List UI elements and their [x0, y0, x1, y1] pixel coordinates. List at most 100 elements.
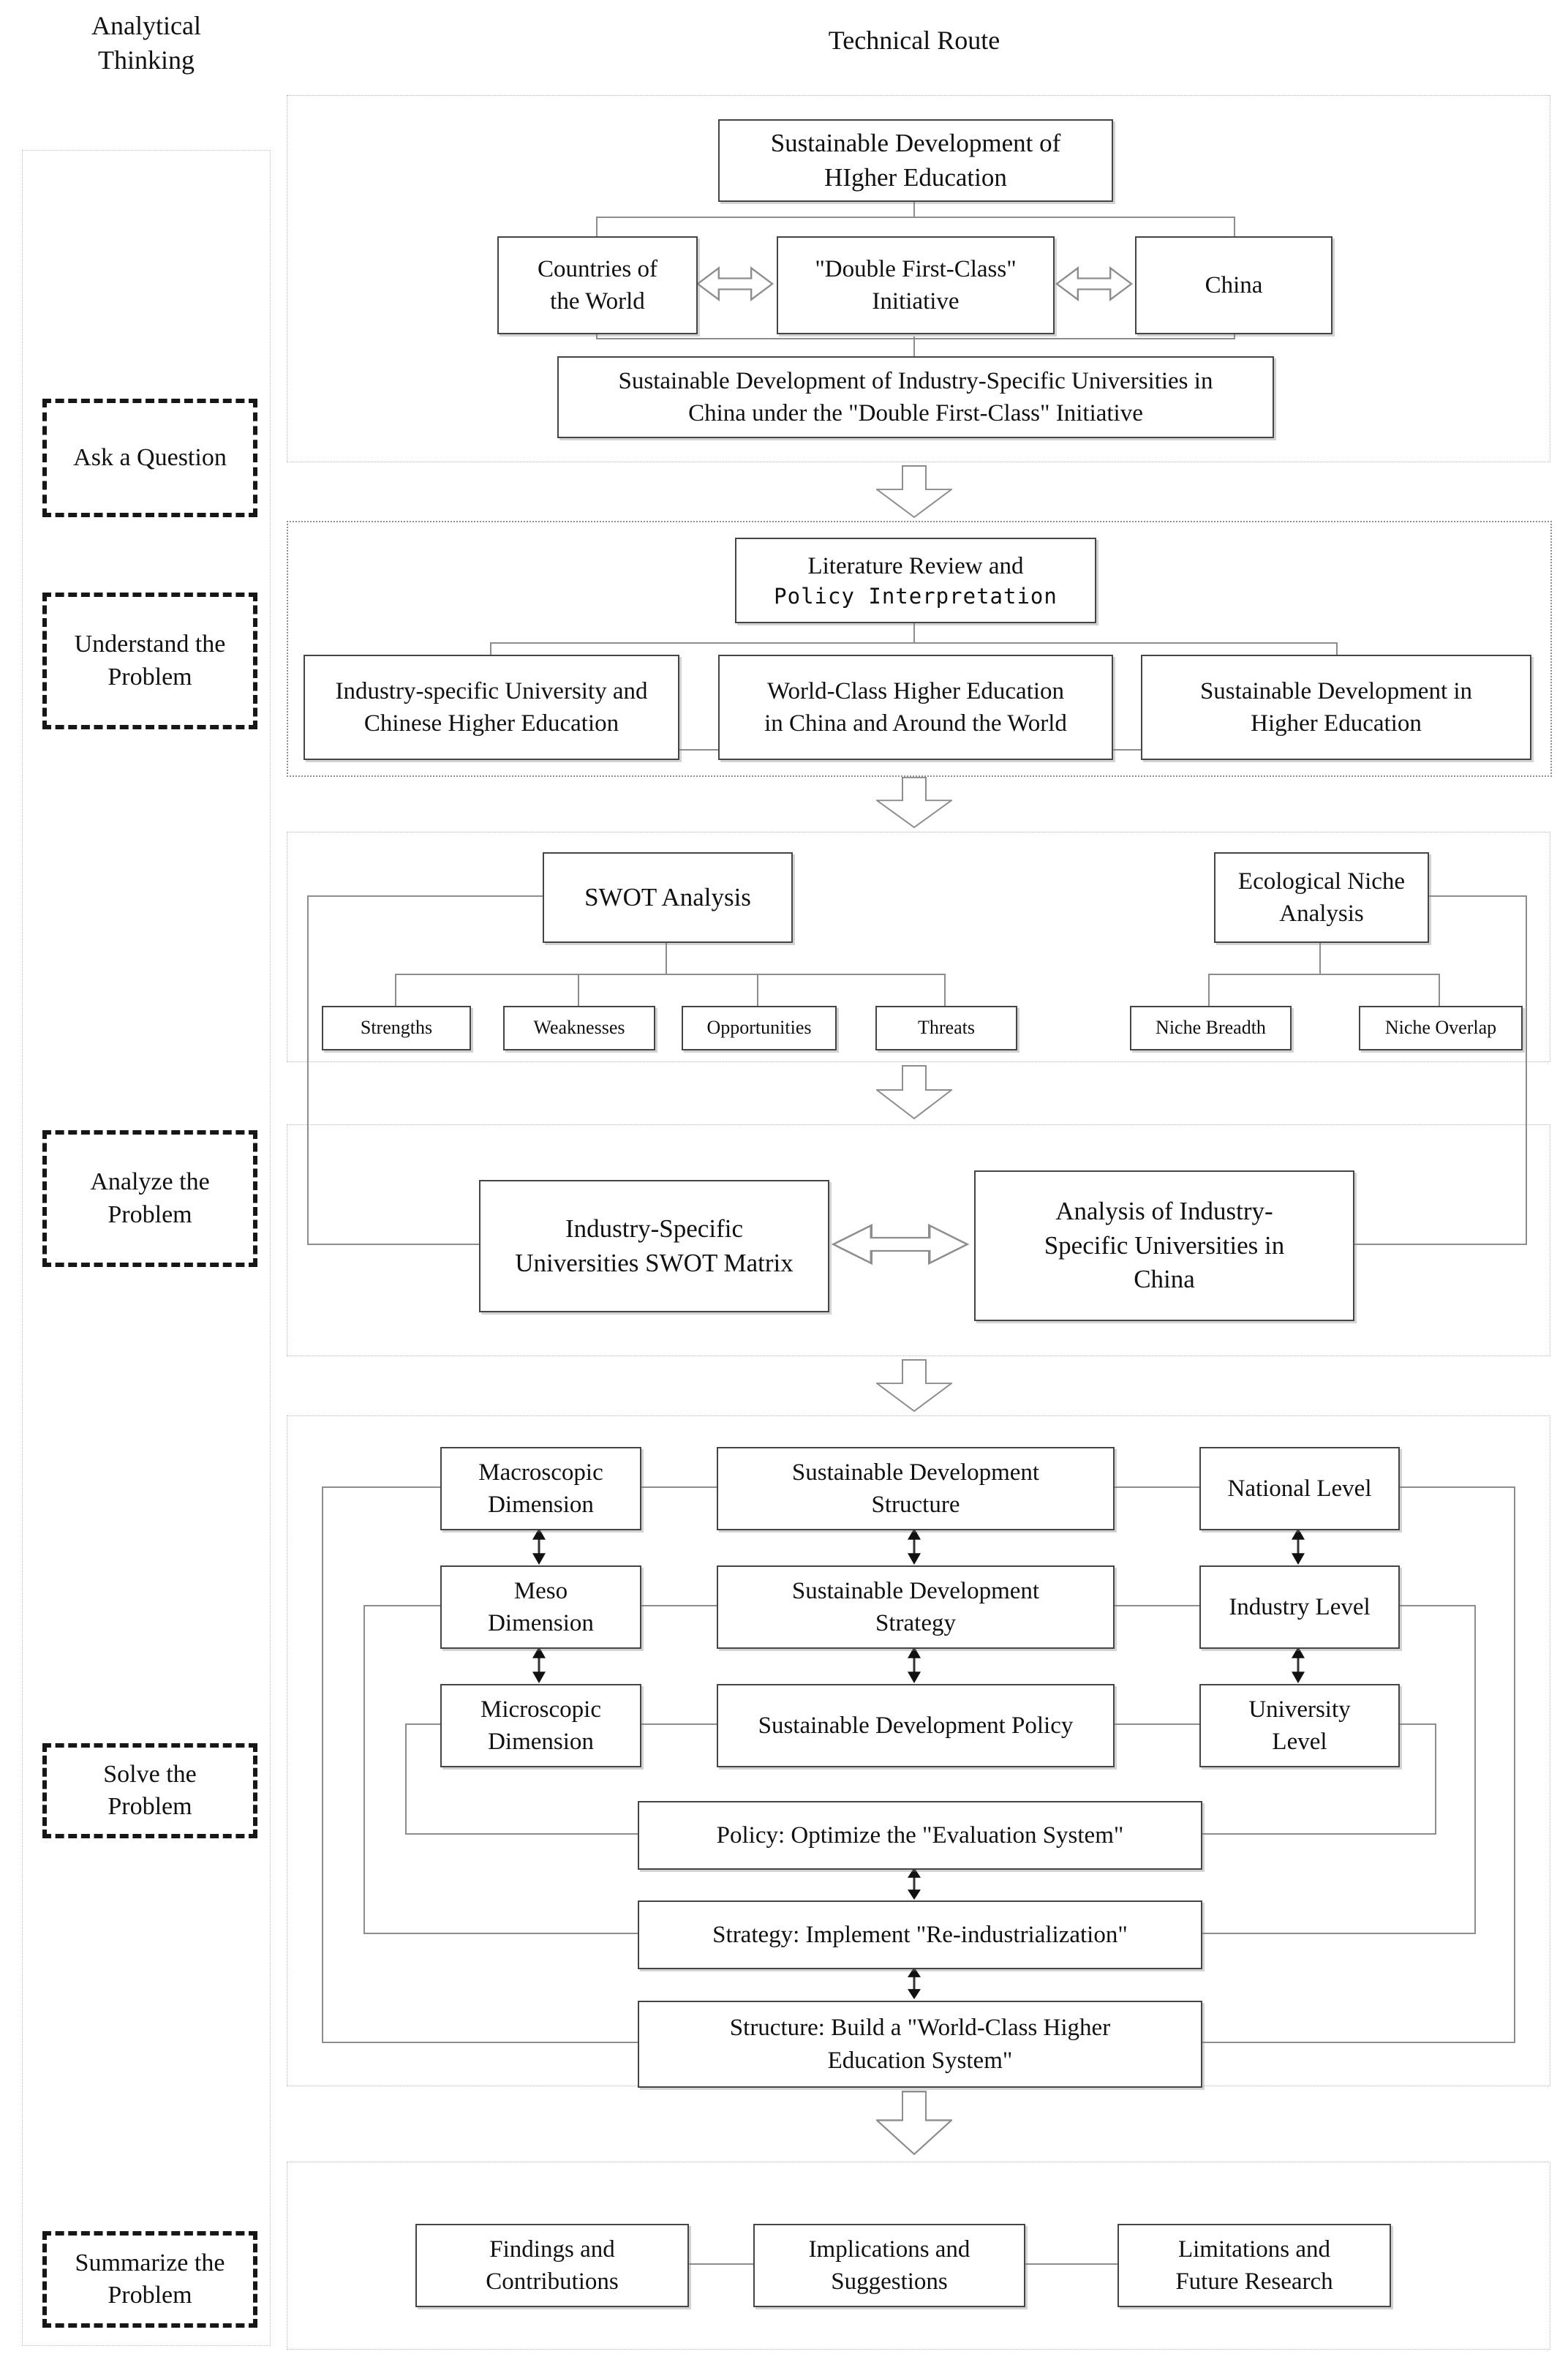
- step-ask-a-question: Ask a Question: [42, 399, 257, 517]
- connector-line: [1112, 1605, 1199, 1606]
- connector-line: [1319, 940, 1321, 974]
- up-down-arrow-icon: [1292, 1528, 1305, 1565]
- box-threats: Threats: [875, 1006, 1017, 1050]
- connector-line: [638, 1486, 717, 1488]
- connector-line: [666, 940, 667, 974]
- box-findings-contributions: Findings and Contributions: [415, 2224, 689, 2307]
- box-sd-policy: Sustainable Development Policy: [717, 1684, 1115, 1767]
- section-understand-problem: [287, 521, 1552, 777]
- box-china: China: [1135, 236, 1333, 334]
- connector-line: [1352, 1244, 1527, 1245]
- connector-line: [405, 1833, 638, 1835]
- connector-line: [1208, 974, 1210, 1006]
- connector-line: [322, 2042, 638, 2043]
- down-arrow-icon: [876, 2091, 952, 2155]
- box-world-class-higher-education-topic: World-Class Higher Education in China an…: [718, 655, 1113, 760]
- policy-interpretation-line2: Policy Interpretation: [774, 584, 1058, 609]
- connector-line: [363, 1933, 638, 1934]
- box-limitations-future-research: Limitations and Future Research: [1117, 2224, 1391, 2307]
- down-arrow-icon: [876, 1065, 952, 1119]
- connector-line: [322, 1486, 440, 1488]
- box-action-structure: Structure: Build a "World-Class Higher E…: [638, 2001, 1202, 2088]
- connector-line: [1022, 2263, 1117, 2265]
- connector-line: [1397, 1723, 1436, 1725]
- box-sd-strategy: Sustainable Development Strategy: [717, 1565, 1115, 1649]
- down-arrow-icon: [876, 1359, 952, 1412]
- connector-line: [1397, 1605, 1476, 1606]
- connector-line: [638, 1605, 717, 1606]
- section-analyze-methods: [287, 832, 1550, 1062]
- box-sd-industry-specific-universities: Sustainable Development of Industry-Spec…: [557, 356, 1274, 438]
- box-niche-breadth: Niche Breadth: [1130, 1006, 1292, 1050]
- box-swot-matrix: Industry-Specific Universities SWOT Matr…: [479, 1180, 829, 1312]
- box-microscopic-dimension: Microscopic Dimension: [440, 1684, 641, 1767]
- connector-line: [913, 199, 915, 218]
- up-down-arrow-icon: [908, 1868, 921, 1900]
- box-analysis-industry-specific-universities: Analysis of Industry- Specific Universit…: [974, 1170, 1354, 1321]
- box-university-level: University Level: [1199, 1684, 1400, 1767]
- section-summarize-problem: [287, 2162, 1550, 2350]
- connector-line: [1112, 1723, 1199, 1725]
- connector-line: [322, 1486, 323, 2042]
- literature-review-line1: Literature Review and: [807, 552, 1024, 579]
- connector-line: [1397, 1486, 1515, 1488]
- box-literature-review: Literature Review and Policy Interpretat…: [735, 538, 1096, 623]
- connector-line: [757, 974, 758, 1006]
- box-strengths: Strengths: [322, 1006, 471, 1050]
- box-weaknesses: Weaknesses: [503, 1006, 655, 1050]
- connector-line: [1199, 1833, 1436, 1835]
- box-ecological-niche-analysis: Ecological Niche Analysis: [1214, 852, 1429, 943]
- connector-line: [686, 2263, 753, 2265]
- up-down-arrow-icon: [908, 1528, 921, 1565]
- connector-line: [363, 1605, 365, 1933]
- box-countries-of-the-world: Countries of the World: [497, 236, 698, 334]
- box-opportunities: Opportunities: [682, 1006, 837, 1050]
- box-swot-analysis: SWOT Analysis: [543, 852, 793, 943]
- connector-line: [1199, 2042, 1515, 2043]
- box-niche-overlap: Niche Overlap: [1359, 1006, 1523, 1050]
- left-right-arrow-icon: [1055, 266, 1133, 301]
- connector-line: [405, 1723, 407, 1834]
- connector-line: [1435, 1723, 1436, 1834]
- box-macroscopic-dimension: Macroscopic Dimension: [440, 1447, 641, 1530]
- step-understand-the-problem: Understand the Problem: [42, 593, 257, 729]
- connector-line: [944, 974, 946, 1006]
- connector-line: [307, 1244, 479, 1245]
- box-meso-dimension: Meso Dimension: [440, 1565, 641, 1649]
- connector-line: [395, 974, 946, 975]
- connector-line: [578, 974, 579, 1006]
- connector-line: [395, 974, 396, 1006]
- column-title-analytical-thinking: Analytical Thinking: [91, 11, 201, 75]
- left-right-arrow-icon: [696, 266, 774, 301]
- box-national-level: National Level: [1199, 1447, 1400, 1530]
- box-sd-structure: Sustainable Development Structure: [717, 1447, 1115, 1530]
- box-action-policy: Policy: Optimize the "Evaluation System": [638, 1801, 1202, 1870]
- down-arrow-icon: [876, 465, 952, 518]
- box-action-strategy: Strategy: Implement "Re-industrializatio…: [638, 1900, 1202, 1969]
- connector-line: [307, 895, 309, 1244]
- connector-line: [1208, 974, 1440, 975]
- left-right-arrow-icon: [831, 1223, 970, 1266]
- analytical-thinking-column: [22, 150, 271, 2346]
- connector-line: [913, 620, 915, 642]
- connector-line: [405, 1723, 440, 1725]
- connector-line: [638, 1723, 717, 1725]
- connector-line: [1514, 1486, 1515, 2042]
- up-down-arrow-icon: [1292, 1647, 1305, 1683]
- up-down-arrow-icon: [532, 1647, 546, 1683]
- connector-line: [1112, 1486, 1199, 1488]
- box-industry-specific-university-topic: Industry-specific University and Chinese…: [304, 655, 679, 760]
- column-title-technical-route: Technical Route: [828, 26, 1000, 55]
- connector-line: [1474, 1605, 1476, 1933]
- up-down-arrow-icon: [908, 1647, 921, 1683]
- connector-line: [363, 1605, 440, 1606]
- section-swot-matrix: [287, 1124, 1550, 1356]
- box-sd-higher-education: Sustainable Development of HIgher Educat…: [718, 119, 1113, 202]
- step-solve-the-problem: Solve the Problem: [42, 1743, 257, 1838]
- step-analyze-the-problem: Analyze the Problem: [42, 1130, 257, 1267]
- box-industry-level: Industry Level: [1199, 1565, 1400, 1649]
- connector-line: [913, 336, 915, 356]
- connector-line: [1426, 895, 1527, 897]
- connector-line: [1199, 1933, 1476, 1934]
